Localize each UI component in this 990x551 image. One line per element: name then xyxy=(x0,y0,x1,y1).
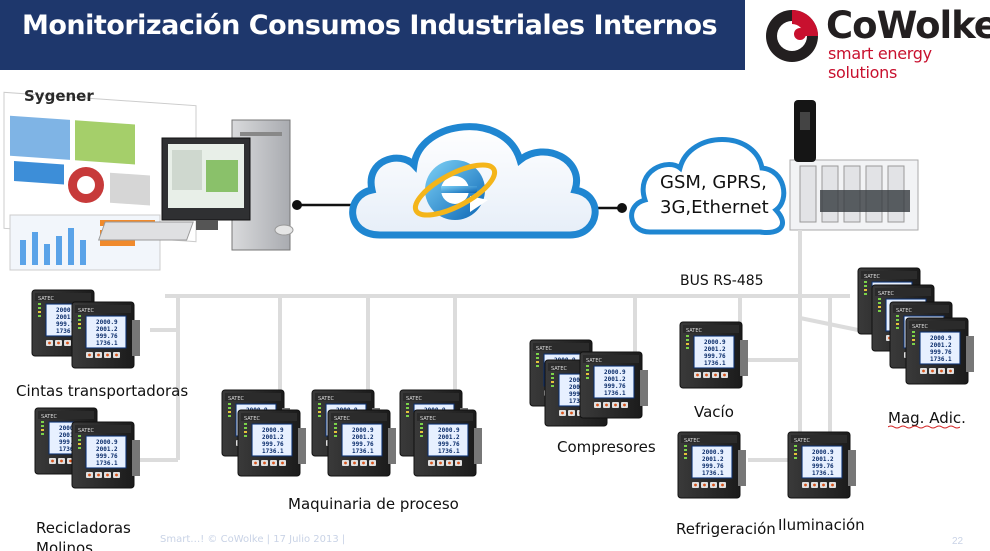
software-brand: Sygener xyxy=(24,87,94,105)
logo-tagline: smart energy solutions xyxy=(828,44,932,82)
label-mag: Mag. Adic. xyxy=(888,409,966,427)
meter-vacio xyxy=(679,321,749,389)
internet-explorer-icon xyxy=(412,160,498,220)
meter-group-compresores xyxy=(529,339,649,427)
label-compresores: Compresores xyxy=(557,438,656,456)
label-recicladoras-line-2: Molinos xyxy=(36,539,93,551)
label-refrigeracion: Refrigeración xyxy=(676,520,776,538)
cowolke-logo-icon xyxy=(766,10,818,62)
rs485-bus xyxy=(128,230,859,462)
meter-group-mag xyxy=(857,267,975,385)
page-number: 22 xyxy=(952,536,964,547)
label-cintas: Cintas transportadoras xyxy=(16,382,189,400)
spellcheck-underline xyxy=(888,425,960,429)
meter-group-cintas xyxy=(31,289,141,369)
usb-modem-icon xyxy=(794,100,816,162)
meter-group-recicladoras xyxy=(34,407,141,489)
label-iluminacion: Iluminación xyxy=(778,516,865,534)
label-maquinaria: Maquinaria de proceso xyxy=(288,495,459,513)
label-vacio: Vacío xyxy=(694,403,734,421)
network-types-line-1: GSM, GPRS, xyxy=(660,172,767,193)
title-bar xyxy=(0,0,745,70)
page-title: Monitorización Consumos Industriales Int… xyxy=(22,10,718,41)
label-recicladoras-line-1: Recicladoras xyxy=(36,519,131,537)
meter-refrigeracion xyxy=(677,431,747,499)
network-types-line-2: 3G,Ethernet xyxy=(660,197,769,218)
meter-iluminacion xyxy=(787,431,857,499)
network-cloud xyxy=(629,137,787,236)
meter-group-maquinaria xyxy=(221,389,483,477)
cowolke-logo xyxy=(766,10,818,62)
label-recicladoras: Recicladoras Molinos xyxy=(36,518,131,551)
bus-label: BUS RS-485 xyxy=(680,273,764,289)
desktop-computer-icon xyxy=(97,119,294,251)
footer-text: Smart…! © CoWolke | 17 Julio 2013 | xyxy=(160,534,346,545)
network-types-label: GSM, GPRS, 3G,Ethernet xyxy=(660,170,790,220)
gateway-icon xyxy=(789,159,919,231)
logo-name: CoWolke xyxy=(826,4,990,47)
